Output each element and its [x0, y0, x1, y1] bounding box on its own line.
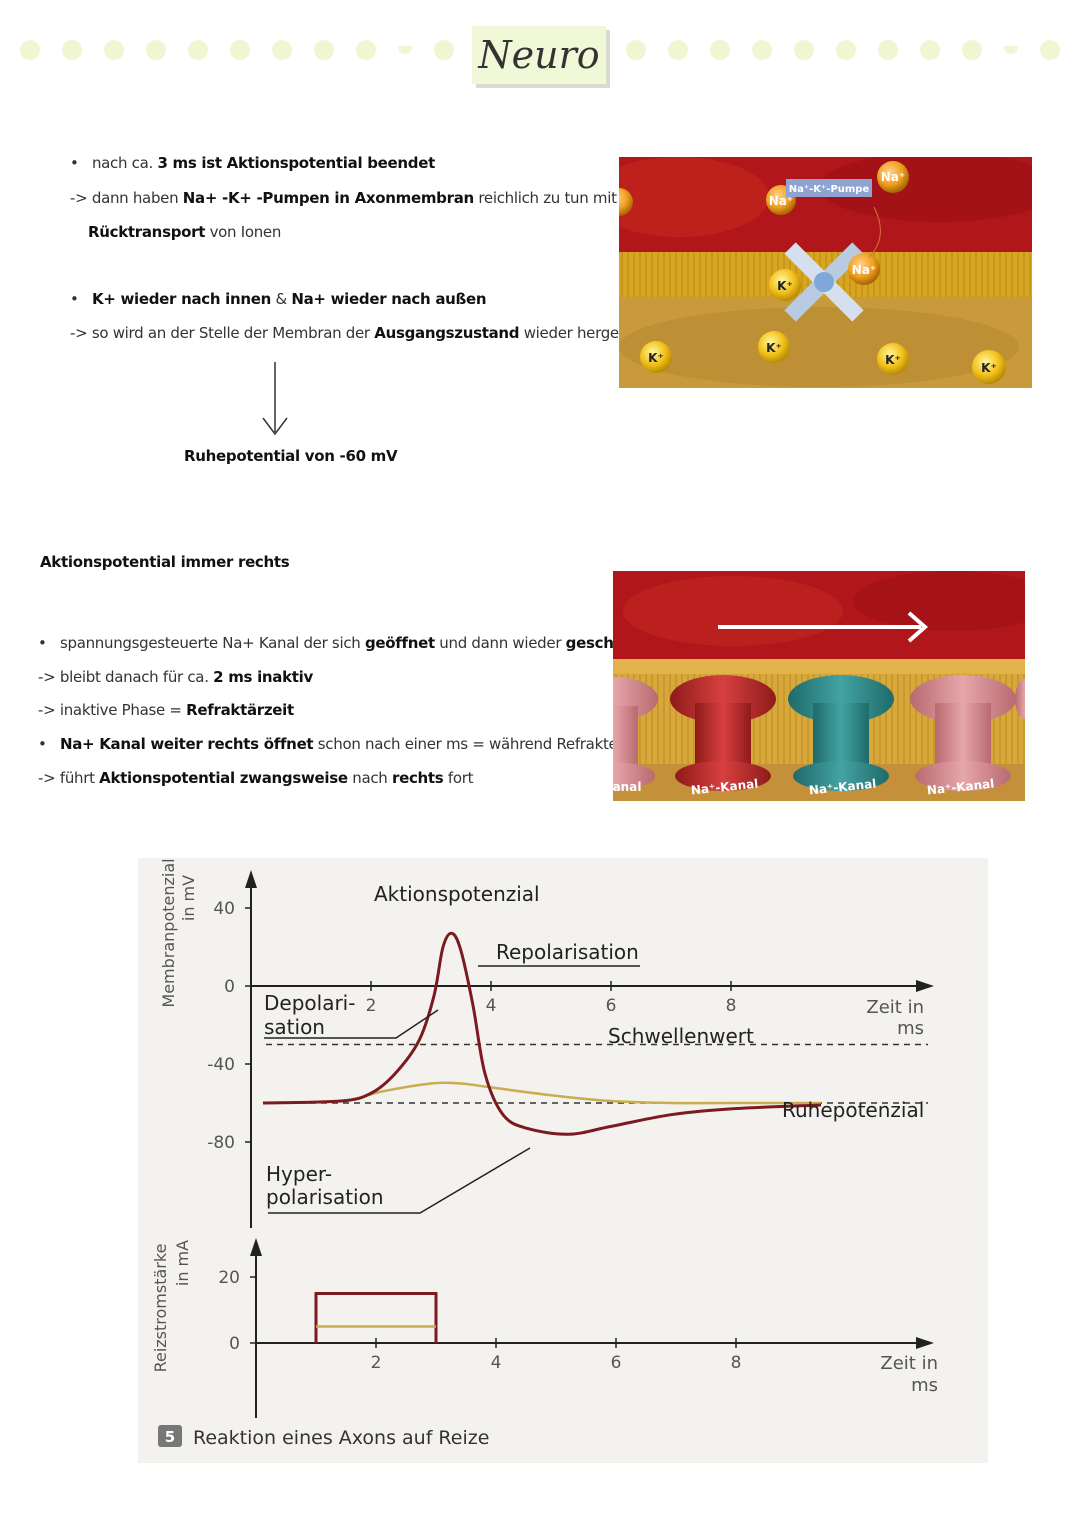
chart-title: Aktionspotenzial: [374, 882, 540, 906]
pump-label: Na⁺-K⁺-Pumpe: [789, 184, 870, 195]
repolarisation-label: Repolarisation: [496, 940, 639, 964]
hyperpolarisation-label: polarisation: [266, 1185, 384, 1209]
y-axis-label: Membranpotenzial: [159, 858, 178, 1007]
decor-dot: [1004, 46, 1018, 54]
k-ion-label: K⁺: [777, 279, 793, 293]
y-tick-label: -80: [207, 1133, 235, 1153]
x-tick-label: 2: [371, 1353, 382, 1373]
note-line: -> bleibt danach für ca. 2 ms inaktiv: [38, 668, 313, 686]
resting-label: Ruhepotenzial: [782, 1098, 924, 1122]
channel-partial: [613, 677, 658, 790]
y-tick-label: 0: [229, 1334, 240, 1354]
decor-dot: [920, 40, 940, 60]
x-ticks: 2 4 6 8: [366, 981, 737, 1016]
decor-dot: [146, 40, 166, 60]
header-dots-right: [626, 40, 1060, 60]
figure-number: 5: [165, 1428, 175, 1446]
sodium-potassium-pump-image: Na⁺ Na⁺ Na⁺ Na⁺-K⁺-Pumpe K⁺ K⁺ K⁺ K⁺ K⁺: [619, 157, 1032, 388]
decor-dot: [836, 40, 856, 60]
k-ion-label: K⁺: [766, 341, 782, 355]
decor-dot: [710, 40, 730, 60]
k-ion-label: K⁺: [981, 361, 997, 375]
x-tick-label: 6: [606, 996, 617, 1016]
decor-dot: [314, 40, 334, 60]
down-arrow-icon: [262, 362, 288, 436]
y-ticks: 40 0 -40 -80: [207, 899, 251, 1153]
decor-dot: [62, 40, 82, 60]
k-ion-label: K⁺: [648, 351, 664, 365]
decor-dot: [794, 40, 814, 60]
note-line: • spannungsgesteuerte Na+ Kanal der sich…: [38, 634, 694, 652]
y-tick-label: 0: [224, 977, 235, 997]
note-line: Rücktransport von Ionen: [88, 223, 282, 241]
x-ticks: 2 4 6 8: [371, 1338, 742, 1373]
x-axis-unit: ms: [897, 1018, 924, 1039]
section-heading: Aktionspotential immer rechts: [40, 553, 290, 571]
figure-caption: Reaktion eines Axons auf Reize: [193, 1427, 489, 1449]
note-line: -> inaktive Phase = Refraktärzeit: [38, 701, 294, 719]
decor-dot: [626, 40, 646, 60]
decor-dot: [272, 40, 292, 60]
x-axis-label: Zeit in: [866, 997, 924, 1018]
decor-dot: [230, 40, 250, 60]
note-line: -> führt Aktionspotential zwangsweise na…: [38, 769, 474, 787]
decor-dot: [668, 40, 688, 60]
x-tick-label: 8: [731, 1353, 742, 1373]
y-ticks: 20 0: [218, 1268, 256, 1354]
y-axis-unit: in mV: [179, 875, 198, 921]
decor-dot: [398, 46, 412, 54]
page-title: Neuro: [472, 26, 606, 84]
stimulus-strong: [314, 1292, 438, 1343]
depolarisation-label: sation: [264, 1015, 325, 1039]
x-tick-label: 4: [486, 996, 497, 1016]
decor-dot: [1040, 40, 1060, 60]
note-line: • Na+ Kanal weiter rechts öffnet schon n…: [38, 735, 650, 753]
header-dots-left: [20, 40, 454, 60]
y-axis-label: Reizstromstärke: [151, 1244, 170, 1373]
note-line: • nach ca. 3 ms ist Aktionspotential bee…: [70, 154, 435, 172]
x-tick-label: 2: [366, 996, 377, 1016]
y-tick-label: 40: [213, 899, 235, 919]
action-potential-curve: [262, 931, 822, 1136]
hyperpolarisation-label: Hyper-: [266, 1162, 332, 1186]
x-axis-label: Zeit in: [880, 1353, 938, 1374]
decor-dot: [962, 40, 982, 60]
channel-label: anal: [613, 780, 641, 794]
na-ion-label: Na⁺: [881, 170, 905, 184]
x-tick-label: 6: [611, 1353, 622, 1373]
decor-dot: [188, 40, 208, 60]
y-tick-label: 20: [218, 1268, 240, 1288]
note-line: • K+ wieder nach innen & Na+ wieder nach…: [70, 290, 487, 308]
figure-number-badge: [158, 1425, 182, 1447]
decor-dot: [104, 40, 124, 60]
threshold-label: Schwellenwert: [608, 1024, 754, 1048]
x-tick-label: 8: [726, 996, 737, 1016]
decor-dot: [356, 40, 376, 60]
k-ion-label: K⁺: [885, 353, 901, 367]
sodium-channel-image: anal Na⁺-Kanal Na⁺-Kanal Na⁺-Kanal: [613, 571, 1025, 801]
decor-dot: [878, 40, 898, 60]
decor-dot: [20, 40, 40, 60]
decor-dot: [434, 40, 454, 60]
na-ion-label: Na⁺: [769, 194, 793, 208]
y-axis-unit: in mA: [173, 1240, 192, 1286]
resting-potential-result: Ruhepotential von -60 mV: [184, 447, 398, 465]
x-tick-label: 4: [491, 1353, 502, 1373]
note-line: -> so wird an der Stelle der Membran der…: [70, 324, 655, 342]
depolarisation-label: Depolari-: [264, 991, 355, 1015]
y-tick-label: -40: [207, 1055, 235, 1075]
x-axis-unit: ms: [911, 1375, 938, 1396]
note-line: -> dann haben Na+ -K+ -Pumpen in Axonmem…: [70, 189, 680, 207]
na-ion-label: Na⁺: [852, 263, 876, 277]
decor-dot: [752, 40, 772, 60]
